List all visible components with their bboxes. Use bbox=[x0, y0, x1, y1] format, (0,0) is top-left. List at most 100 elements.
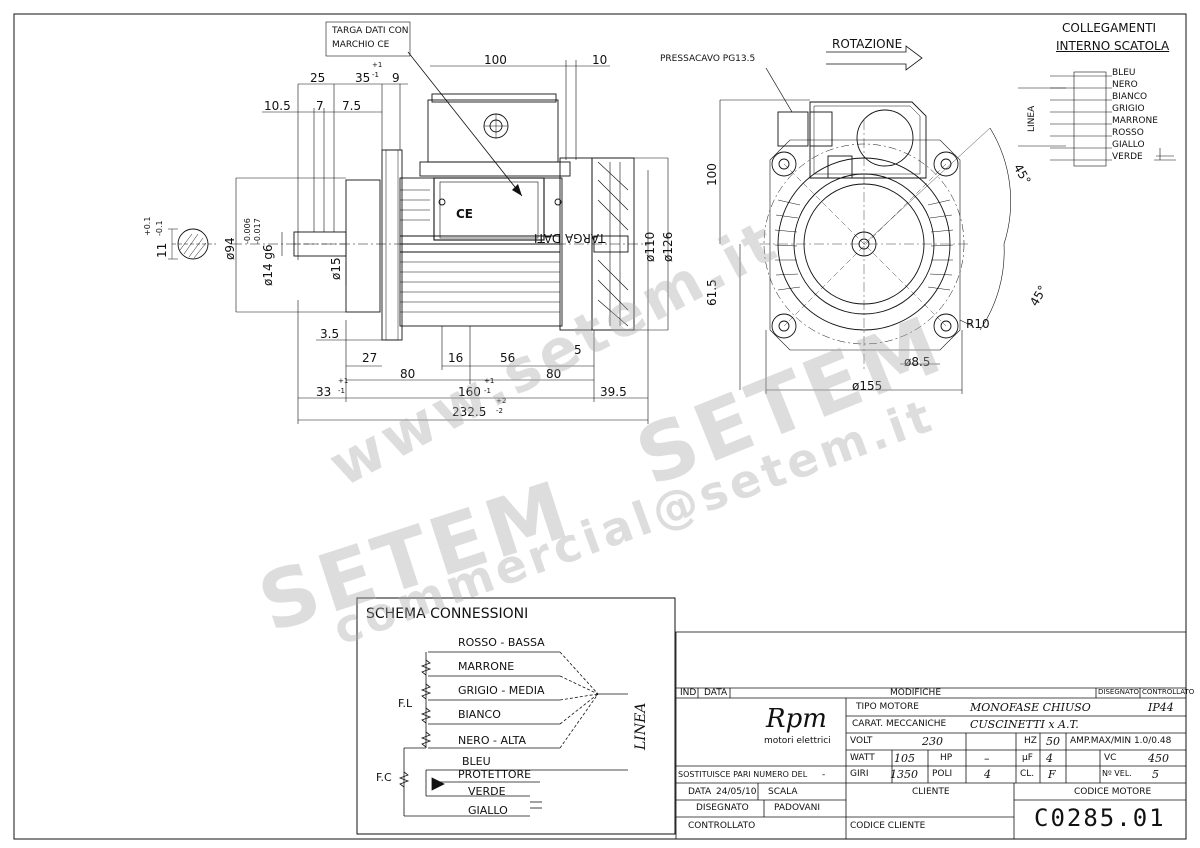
schema-wire-5: BLEU bbox=[462, 755, 491, 768]
dim-160: 160 bbox=[458, 385, 481, 399]
tb-data-hdr: DATA bbox=[704, 688, 728, 698]
dim-33: 33 bbox=[316, 385, 332, 399]
schema-wire-4: NERO - ALTA bbox=[458, 734, 526, 747]
coll-wire-4: MARRONE bbox=[1112, 116, 1158, 126]
tb-hz: 50 bbox=[1046, 735, 1060, 748]
dim-7-5: 7.5 bbox=[342, 99, 362, 113]
dim-33-tol-bot: -1 bbox=[338, 387, 345, 395]
tb-disegnato-lbl: DISEGNATO bbox=[696, 803, 749, 813]
schema-wire-7: VERDE bbox=[468, 785, 506, 798]
collegamenti-title-1: COLLEGAMENTI bbox=[1062, 21, 1157, 35]
coll-wire-3: GRIGIO bbox=[1112, 104, 1145, 114]
title-block bbox=[675, 631, 1187, 840]
tb-poli-lbl: POLI bbox=[932, 769, 953, 779]
motor-front-view bbox=[719, 45, 1011, 394]
tb-scala-lbl: SCALA bbox=[768, 787, 798, 797]
tb-controllato-lbl: CONTROLLATO bbox=[688, 821, 756, 831]
plate-ce: CE bbox=[456, 207, 474, 221]
dim-7: 7 bbox=[316, 99, 324, 113]
schema-wire-3: BIANCO bbox=[458, 708, 501, 721]
tb-volt: 230 bbox=[922, 735, 943, 748]
tb-codice-motore-lbl: CODICE MOTORE bbox=[1074, 787, 1152, 797]
dim-9: 9 bbox=[392, 71, 400, 85]
dim-11: 11 bbox=[155, 242, 169, 258]
schema-wire-8: GIALLO bbox=[468, 804, 508, 817]
tb-watt-lbl: WATT bbox=[850, 753, 875, 763]
collegamenti-linea: LINEA bbox=[1027, 105, 1037, 132]
dim-232-tol-top: +2 bbox=[496, 397, 507, 405]
dim-16: 16 bbox=[448, 351, 464, 365]
plate-text: TARGA DATI bbox=[534, 231, 606, 245]
targa-label-line1: TARGA DATI CON bbox=[332, 26, 409, 36]
tol-017: -0.017 bbox=[253, 218, 262, 244]
tol-006: -0.006 bbox=[243, 218, 252, 244]
tb-volt-lbl: VOLT bbox=[850, 736, 873, 746]
coll-wire-5: ROSSO bbox=[1112, 128, 1144, 138]
tb-giri: 1350 bbox=[890, 768, 918, 781]
coll-wire-0: BLEU bbox=[1112, 68, 1136, 78]
tb-giri-lbl: GIRI bbox=[850, 769, 869, 779]
dim-80b: 80 bbox=[546, 367, 562, 381]
tb-hz-lbl: HZ bbox=[1024, 736, 1037, 746]
schema-wire-1: MARRONE bbox=[458, 660, 515, 673]
tol-01a: +0.1 bbox=[143, 216, 152, 236]
rotazione-label: ROTAZIONE bbox=[832, 37, 903, 51]
tb-disegnato-hdr: DISEGNATO bbox=[1098, 688, 1140, 696]
tb-tipo-motore-lbl: TIPO MOTORE bbox=[856, 702, 919, 712]
coll-wire-2: BIANCO bbox=[1112, 92, 1148, 102]
schema-wire-6: PROTETTORE bbox=[458, 768, 532, 781]
dim-94: ø94 bbox=[223, 237, 237, 260]
tb-nvel-lbl: Nº VEL. bbox=[1102, 769, 1132, 778]
dim-r10: R10 bbox=[966, 317, 990, 331]
dim-25: 25 bbox=[310, 71, 326, 85]
coll-wire-1: NERO bbox=[1112, 80, 1138, 90]
dim-35: 35 bbox=[355, 71, 371, 85]
coll-wire-6: GIALLO bbox=[1112, 140, 1145, 150]
dim-15: ø15 bbox=[329, 257, 343, 280]
schema-title: SCHEMA CONNESSIONI bbox=[366, 606, 529, 622]
tb-data: 24/05/10 bbox=[716, 787, 757, 797]
targa-label-line2: MARCHIO CE bbox=[332, 40, 390, 50]
dim-232-5: 232.5 bbox=[452, 405, 487, 419]
dim-232-tol-bot: -2 bbox=[496, 407, 503, 415]
schema-wire-0: ROSSO - BASSA bbox=[458, 636, 545, 649]
dim-39-5: 39.5 bbox=[600, 385, 627, 399]
tb-vc-lbl: VC bbox=[1104, 753, 1117, 763]
tb-ind: IND bbox=[680, 688, 697, 698]
tb-sostituisce: SOSTITUISCE PARI NUMERO DEL bbox=[678, 770, 808, 779]
terminal-connections bbox=[1018, 71, 1176, 167]
dim-160-tol-bot: -1 bbox=[484, 387, 491, 395]
tb-cl-lbl: CL. bbox=[1020, 769, 1035, 779]
tb-hp-lbl: HP bbox=[940, 753, 953, 763]
tb-disegnato: PADOVANI bbox=[774, 803, 820, 813]
dim-100-top: 100 bbox=[484, 53, 507, 67]
tb-vc: 450 bbox=[1148, 752, 1169, 765]
dim-3-5: 3.5 bbox=[320, 327, 340, 341]
tb-sostituisce-val: - bbox=[822, 770, 826, 780]
schema-fl: F.L bbox=[398, 697, 413, 710]
collegamenti-title-2: INTERNO SCATOLA bbox=[1056, 39, 1170, 53]
tol-01b: -0.1 bbox=[155, 220, 164, 236]
dim-27: 27 bbox=[362, 351, 378, 365]
tb-uf: 4 bbox=[1046, 752, 1053, 765]
tb-controllato-hdr: CONTROLLATO bbox=[1142, 688, 1195, 696]
schema-linea: LINEA bbox=[633, 702, 649, 750]
dim-56: 56 bbox=[500, 351, 516, 365]
tb-poli: 4 bbox=[984, 768, 991, 781]
dim-5: 5 bbox=[574, 343, 582, 357]
tb-nvel: 5 bbox=[1152, 768, 1159, 781]
tb-ip: IP44 bbox=[1148, 701, 1174, 714]
dim-110: ø110 bbox=[643, 231, 657, 262]
tb-modifiche: MODIFICHE bbox=[890, 688, 942, 698]
tb-amp: AMP.MAX/MIN 1.0/0.48 bbox=[1070, 736, 1172, 746]
dim-35-tol-top: +1 bbox=[372, 61, 383, 69]
tb-codice-cliente-lbl: CODICE CLIENTE bbox=[850, 821, 926, 831]
dim-10: 10 bbox=[592, 53, 608, 67]
motor-side-view bbox=[168, 93, 650, 341]
dim-8-5: ø8.5 bbox=[904, 355, 931, 369]
tb-carat-lbl: CARAT. MECCANICHE bbox=[852, 719, 947, 729]
dim-14g6: ø14 g6 bbox=[261, 244, 275, 286]
coll-wire-7: VERDE bbox=[1112, 152, 1143, 162]
tb-tipo-motore: MONOFASE CHIUSO bbox=[970, 701, 1091, 714]
